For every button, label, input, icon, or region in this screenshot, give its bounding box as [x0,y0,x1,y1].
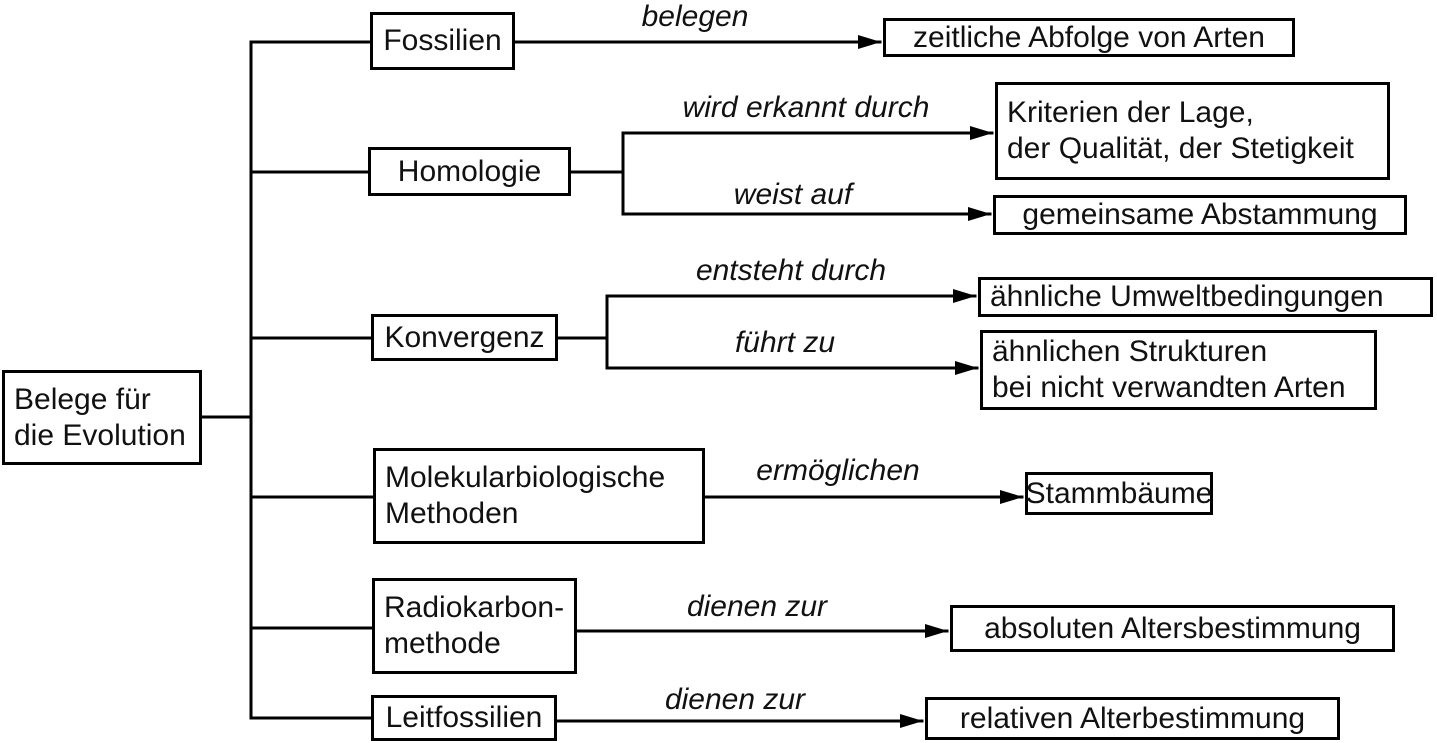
node-line: bei nicht verwandten Arten [992,371,1346,404]
node-homologie: Homologie [368,147,571,196]
edge-homologie-bracket [569,131,625,216]
node-label: zeitliche Abfolge von Arten [913,20,1265,54]
node-aehnliche-strukturen: ähnlichen Strukturen bei nicht verwandte… [980,330,1377,410]
node-label: relativen Alterbestimmung [959,701,1306,735]
node-label: Leitfossilien [385,701,543,734]
node-leitfossilien: Leitfossilien [371,695,557,741]
edge-label-dienen-zur-radiokarbon: dienen zur [686,590,828,623]
node-molekularbiologische-methoden: Molekularbiologische Methoden [373,448,705,544]
node-label: Konvergenz [384,320,545,354]
node-fossilien: Fossilien [370,12,515,70]
node-label: ähnliche Umweltbedingungen [990,280,1384,313]
node-label: Fossilien [383,24,502,57]
node-line: Belege für [14,382,151,416]
node-relative-alterbestimmung: relativen Alterbestimmung [925,697,1340,740]
node-line: Kriterien der Lage, [1007,96,1254,129]
node-kriterien-der-lage: Kriterien der Lage, der Qualität, der St… [995,82,1390,180]
edge-konvergenz-bracket [556,294,609,370]
node-konvergenz: Konvergenz [371,314,558,361]
edge-trunk [249,40,373,720]
node-line: methode [384,627,501,660]
node-radiokarbonmethode: Radiokarbon- methode [372,578,577,674]
edge-label-ermoeglichen: ermöglichen [756,454,920,487]
node-zeitliche-abfolge-von-arten: zeitliche Abfolge von Arten [883,18,1295,57]
node-label: gemeinsame Abstammung [1022,198,1378,231]
edge-label-belegen: belegen [641,0,749,33]
node-label: absoluten Altersbestimmung [984,611,1361,645]
node-label: Stammbäume [1025,476,1213,510]
node-aehnliche-umweltbedingungen: ähnliche Umweltbedingungen [978,277,1433,317]
node-absolute-altersbestimmung: absoluten Altersbestimmung [950,605,1395,652]
node-line: Molekularbiologische [385,461,666,494]
node-gemeinsame-abstammung: gemeinsame Abstammung [993,195,1407,235]
edge-label-wird-erkannt-durch: wird erkannt durch [682,91,930,124]
node-line: Radiokarbon- [384,591,565,624]
edge-label-dienen-zur-leitfossilien: dienen zur [664,683,806,716]
node-belege-fuer-die-evolution: Belege für die Evolution [2,370,202,465]
edge-label-entsteht-durch: entsteht durch [695,254,887,287]
node-stammbaeume: Stammbäume [1025,472,1213,515]
node-line: der Qualität, der Stetigkeit [1007,132,1354,165]
node-line: ähnlichen Strukturen [992,335,1268,368]
edge-label-fuehrt-zu: führt zu [734,326,836,359]
node-label: Homologie [397,154,542,188]
node-line: Methoden [385,497,519,530]
edge-label-weist-auf: weist auf [733,178,853,211]
node-line: die Evolution [14,418,186,452]
